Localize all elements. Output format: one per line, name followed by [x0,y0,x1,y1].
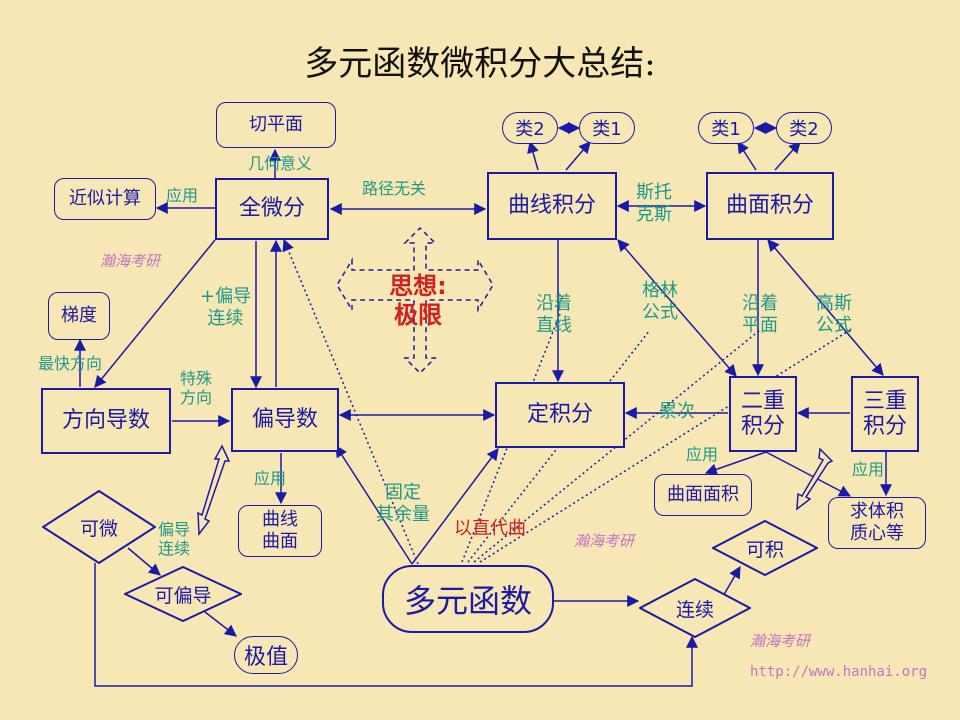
label-yan-pingmian: 沿着 平面 [742,293,778,336]
node-qumianjifen: 曲面积分 [706,172,834,240]
label-jihe-yiyi: 几何意义 [248,154,313,173]
node-lei2-a: 类2 [502,112,558,144]
label-sitoke: 斯托 克斯 [636,182,672,225]
label-zuikuai-fangxiang: 最快方向 [38,354,103,373]
node-jizhi: 极值 [234,636,298,674]
node-tidu: 梯度 [48,292,110,340]
node-jinsijisuan: 近似计算 [54,178,156,220]
label-yingyong-3: 应用 [852,460,885,479]
label-teshu-fangxiang: 特殊 方向 [180,369,213,408]
watermark-1: 瀚海考研 [100,252,161,270]
idea-jixian: 思想: 极限 [389,272,447,329]
node-lei1-b: 类1 [698,112,754,144]
node-fangxiangdaoshu: 方向导数 [41,388,171,454]
label-gelin-gongshi: 格林 公式 [642,280,678,323]
label-yizhi-daiqu: 以直代曲 [454,518,526,539]
diamond-keji [712,520,818,576]
node-quxianjifen: 曲线积分 [487,172,617,240]
node-sanchongjifen: 三重 积分 [851,376,919,452]
label-leici: 累次 [659,401,695,422]
node-keji: 可积 [745,538,784,561]
label-pian-dao-lianxu: +偏导 连续 [200,286,252,329]
watermark-2: 瀚海考研 [574,532,635,550]
node-qiutiji: 求体积 质心等 [828,497,926,549]
label-lujing-wuguan: 路径无关 [362,179,427,198]
node-lianxu: 连续 [675,598,714,621]
label-yingyong-2: 应用 [686,445,719,464]
node-duoyuanhanshu: 多元函数 [382,565,554,633]
node-qiepingmian: 切平面 [216,102,336,148]
label-piandao-lianxu: 偏导 连续 [158,520,191,559]
label-yingyong-1: 应用 [166,186,199,205]
node-qumianmianji: 曲面面积 [654,474,752,516]
node-kepiandao: 可偏导 [154,584,212,607]
node-erchongjifen: 二重 积分 [729,376,797,452]
diamond-kewei [42,490,156,564]
node-quxianqumian: 曲线 曲面 [238,505,322,557]
node-dingjifen: 定积分 [495,382,625,448]
node-kewei: 可微 [79,517,118,540]
node-quanweifen: 全微分 [215,178,329,240]
node-lei1-a: 类1 [579,112,635,144]
site-url: http://www.hanhai.org [750,664,928,680]
node-piandaoshu: 偏导数 [231,388,339,452]
label-yan-zhixian: 沿着 直线 [536,293,572,336]
diamond-kepiandao [124,566,242,622]
label-gaosi-gongshi: 高斯 公式 [816,293,852,336]
label-guding-qiyuliang: 固定 其余量 [376,482,430,525]
diamond-lianxu [639,578,751,638]
node-lei2-b: 类2 [776,112,832,144]
page-title: 多元函数微积分大总结: [304,44,656,84]
label-yingyong-4: 应用 [254,469,287,488]
watermark-3: 瀚海考研 [750,632,811,650]
